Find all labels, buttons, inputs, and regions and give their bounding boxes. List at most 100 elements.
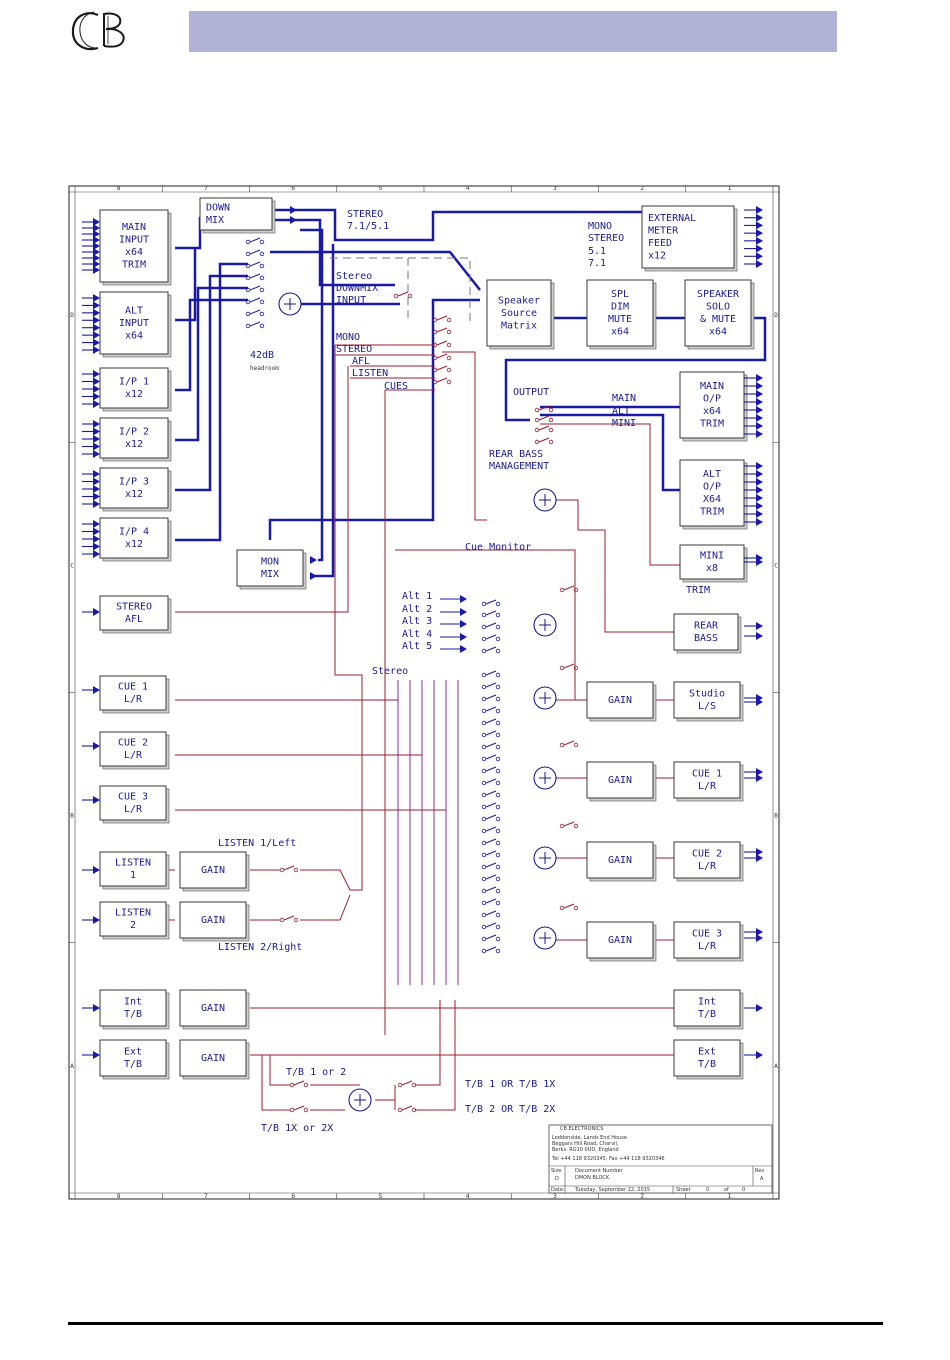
block-cue3-in-line: CUE 3 — [118, 792, 148, 803]
selector-switch — [481, 826, 501, 834]
label-rear-bass-mgmt-a: REAR BASS — [489, 449, 543, 460]
block-listen2-line: 2 — [130, 920, 136, 931]
selector-switch — [481, 850, 501, 858]
label-tb-1x2x: T/B 1X or 2X — [261, 1123, 333, 1134]
selector-switch — [559, 663, 579, 671]
label-src-downmix: DOWNMIX — [336, 283, 378, 294]
selector-switch — [559, 740, 579, 748]
block-cue3-in-line: L/R — [124, 804, 143, 815]
selector-switch — [559, 821, 579, 829]
label-rear-bass-mgmt-b: MANAGEMENT — [489, 461, 549, 472]
selector-switch — [481, 922, 501, 930]
block-mon-mix-line: MON — [261, 557, 279, 568]
selector-switch — [481, 886, 501, 894]
title-address-1: Loddonside, Lands End House — [552, 1135, 627, 1141]
title-address-4: Tel +44 118 9320345, Fax +44 118 9320346 — [551, 1156, 665, 1162]
frame-col-label: 4 — [466, 185, 470, 192]
block-gain-cue3: GAIN — [586, 921, 657, 962]
block-alt-op-line: O/P — [703, 482, 721, 493]
title-address-3: Berks. RG10 0UD, England — [552, 1147, 619, 1153]
block-listen1-line: LISTEN — [115, 858, 151, 869]
frame-row-label: D — [774, 312, 778, 319]
block-speaker-source-line: Matrix — [501, 320, 537, 331]
block-listen2-line: LISTEN — [115, 908, 151, 919]
title-company: CB ELECTRONICS — [560, 1126, 603, 1132]
block-int-tb-out-line: Int — [698, 997, 716, 1008]
selector-switch — [481, 766, 501, 774]
block-mini-op-line: x8 — [706, 563, 718, 574]
selector-switch — [481, 874, 501, 882]
block-ip3-line: I/P 3 — [119, 477, 149, 488]
block-cue2-in: CUE 2L/R — [99, 731, 170, 770]
label-src-input: INPUT — [336, 295, 366, 306]
selector-switch — [481, 646, 501, 654]
title-sheet-label: Sheet — [676, 1187, 690, 1193]
title-date-label: Date: — [551, 1187, 565, 1193]
block-main-op-line: MAIN — [700, 381, 724, 392]
title-address-2: Beggars Hill Road, Charvil, — [552, 1141, 619, 1147]
label-format-71: 7.1 — [588, 258, 606, 269]
block-int-tb-line: Int — [124, 997, 142, 1008]
selector-switch — [481, 610, 501, 618]
selector-switch — [279, 915, 299, 923]
block-gain-studio-line: GAIN — [608, 695, 632, 706]
selector-switch — [481, 814, 501, 822]
block-ext-tb-out-line: T/B — [698, 1059, 716, 1070]
block-main-op-line: x64 — [703, 406, 721, 417]
block-external-meter-line: METER — [648, 226, 679, 237]
label-src-cues: CUES — [384, 381, 408, 392]
selector-switch — [481, 838, 501, 846]
block-ext-tb-out-line: Ext — [698, 1047, 716, 1058]
title-docnum-value: DMON BLOCK — [575, 1175, 610, 1181]
label-out-alt: ALT — [612, 406, 630, 417]
block-main-input-line: MAIN — [122, 222, 146, 233]
block-cue1-in: CUE 1L/R — [99, 675, 170, 714]
block-cue1-out: CUE 1L/R — [673, 761, 744, 802]
block-gain-int-line: GAIN — [201, 1003, 225, 1014]
frame-col-label: 8 — [117, 1193, 121, 1200]
label-cue-monitor: Cue Monitor — [465, 542, 531, 553]
block-gain-cue1-line: GAIN — [608, 775, 632, 786]
selector-switch — [245, 321, 265, 329]
block-cue2-out-line: CUE 2 — [692, 849, 722, 860]
label-src-afl: AFL — [352, 356, 370, 367]
selector-switch — [481, 778, 501, 786]
selector-switch — [289, 1080, 309, 1088]
block-down-mix-line: DOWN — [206, 203, 230, 214]
selector-switch — [279, 865, 299, 873]
selector-switch — [289, 1105, 309, 1113]
block-ext-tb-line: Ext — [124, 1047, 142, 1058]
selector-switch — [559, 585, 579, 593]
frame-row-label: D — [70, 312, 74, 319]
selector-switch — [481, 730, 501, 738]
block-ip1-line: I/P 1 — [119, 377, 149, 388]
selector-switch — [481, 670, 501, 678]
label-out-mini: MINI — [612, 418, 636, 429]
title-size-value: D — [555, 1176, 559, 1182]
label-listen1-left: LISTEN 1/Left — [218, 838, 296, 849]
title-date-value: Tuesday, September 22, 2015 — [574, 1187, 650, 1193]
selector-switch — [481, 946, 501, 954]
label-output: OUTPUT — [513, 387, 549, 398]
selector-switch — [481, 622, 501, 630]
selector-switch — [245, 273, 265, 281]
label-alt-5: Alt 5 — [402, 641, 432, 652]
label-src-stereo: Stereo — [336, 271, 372, 282]
block-gain-l1: GAIN — [179, 851, 250, 892]
summing-node — [533, 488, 557, 512]
block-cue3-out-line: L/R — [698, 941, 717, 952]
summing-node — [533, 766, 557, 790]
selector-switch — [432, 353, 452, 361]
frame-col-label: 8 — [117, 185, 121, 192]
selector-switch — [245, 237, 265, 245]
